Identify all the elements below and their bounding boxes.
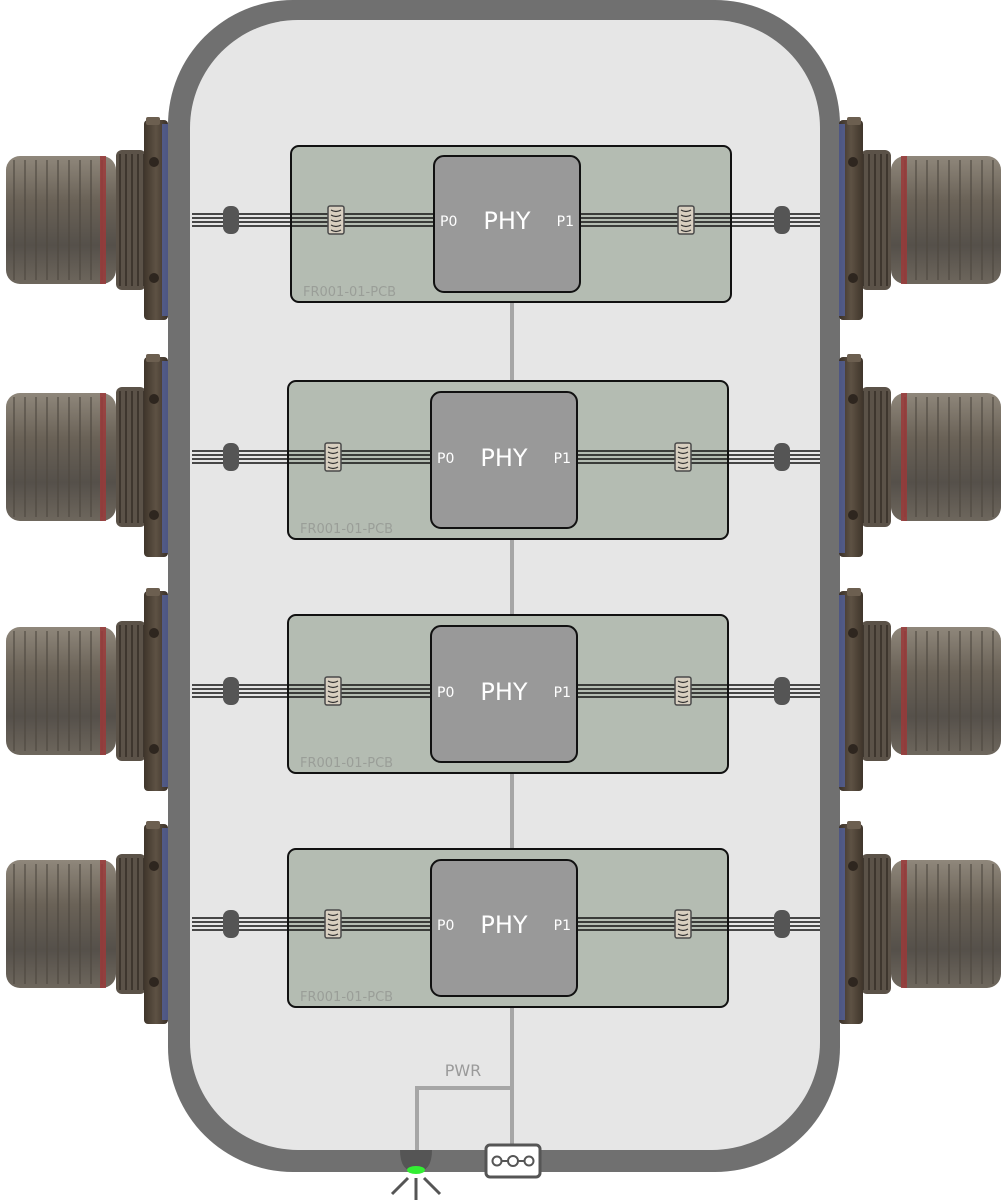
- pcb-part-number: FR001-01-PCB: [300, 522, 393, 537]
- ferrite-bead-icon: [774, 677, 790, 705]
- ferrite-bead-icon: [223, 206, 239, 234]
- port-label-p1: P1: [554, 685, 571, 701]
- ferrite-bead-icon: [774, 206, 790, 234]
- transformer-icon: [674, 442, 692, 472]
- circular-connector-icon[interactable]: [839, 821, 1001, 1024]
- port-label-p0: P0: [437, 918, 454, 934]
- ferrite-bead-icon: [774, 443, 790, 471]
- port-label-p0: P0: [437, 451, 454, 467]
- phy-chip: [430, 625, 578, 763]
- ferrite-bead-icon: [223, 910, 239, 938]
- circular-connector-icon[interactable]: [839, 117, 1001, 320]
- circular-connector-icon[interactable]: [6, 354, 168, 557]
- port-label-p1: P1: [554, 451, 571, 467]
- port-label-p1: P1: [557, 214, 574, 230]
- phy-chip-label: PHY: [483, 207, 531, 235]
- transformer-icon: [677, 205, 695, 235]
- transformer-icon: [324, 442, 342, 472]
- circular-connector-icon[interactable]: [839, 354, 1001, 557]
- right-connectors: [839, 117, 1001, 1024]
- left-connectors: [6, 117, 168, 1024]
- port-label-p0: P0: [440, 214, 457, 230]
- power-led-icon: [390, 1150, 442, 1200]
- pcb-part-number: FR001-01-PCB: [300, 990, 393, 1005]
- circular-connector-icon[interactable]: [6, 117, 168, 320]
- ferrite-bead-icon: [223, 677, 239, 705]
- transformer-icon: [324, 676, 342, 706]
- phy-chip: [430, 859, 578, 997]
- circular-connector-icon[interactable]: [6, 588, 168, 791]
- ferrite-bead-icon: [223, 443, 239, 471]
- transformer-icon: [674, 676, 692, 706]
- ferrite-bead-icon: [774, 910, 790, 938]
- transformer-icon: [674, 909, 692, 939]
- phy-chip-label: PHY: [480, 444, 528, 472]
- circular-connector-icon[interactable]: [839, 588, 1001, 791]
- circular-connector-icon[interactable]: [6, 821, 168, 1024]
- phy-chip: [433, 155, 581, 293]
- pcb-part-number: FR001-01-PCB: [303, 285, 396, 300]
- phy-chip-label: PHY: [480, 911, 528, 939]
- pcb-part-number: FR001-01-PCB: [300, 756, 393, 771]
- transformer-icon: [324, 909, 342, 939]
- phy-chip-label: PHY: [480, 678, 528, 706]
- transformer-icon: [327, 205, 345, 235]
- port-label-p0: P0: [437, 685, 454, 701]
- phy-chip: [430, 391, 578, 529]
- power-label: PWR: [445, 1061, 482, 1080]
- power-switch-icon[interactable]: [484, 1143, 542, 1179]
- power-line: [415, 1086, 512, 1152]
- port-label-p1: P1: [554, 918, 571, 934]
